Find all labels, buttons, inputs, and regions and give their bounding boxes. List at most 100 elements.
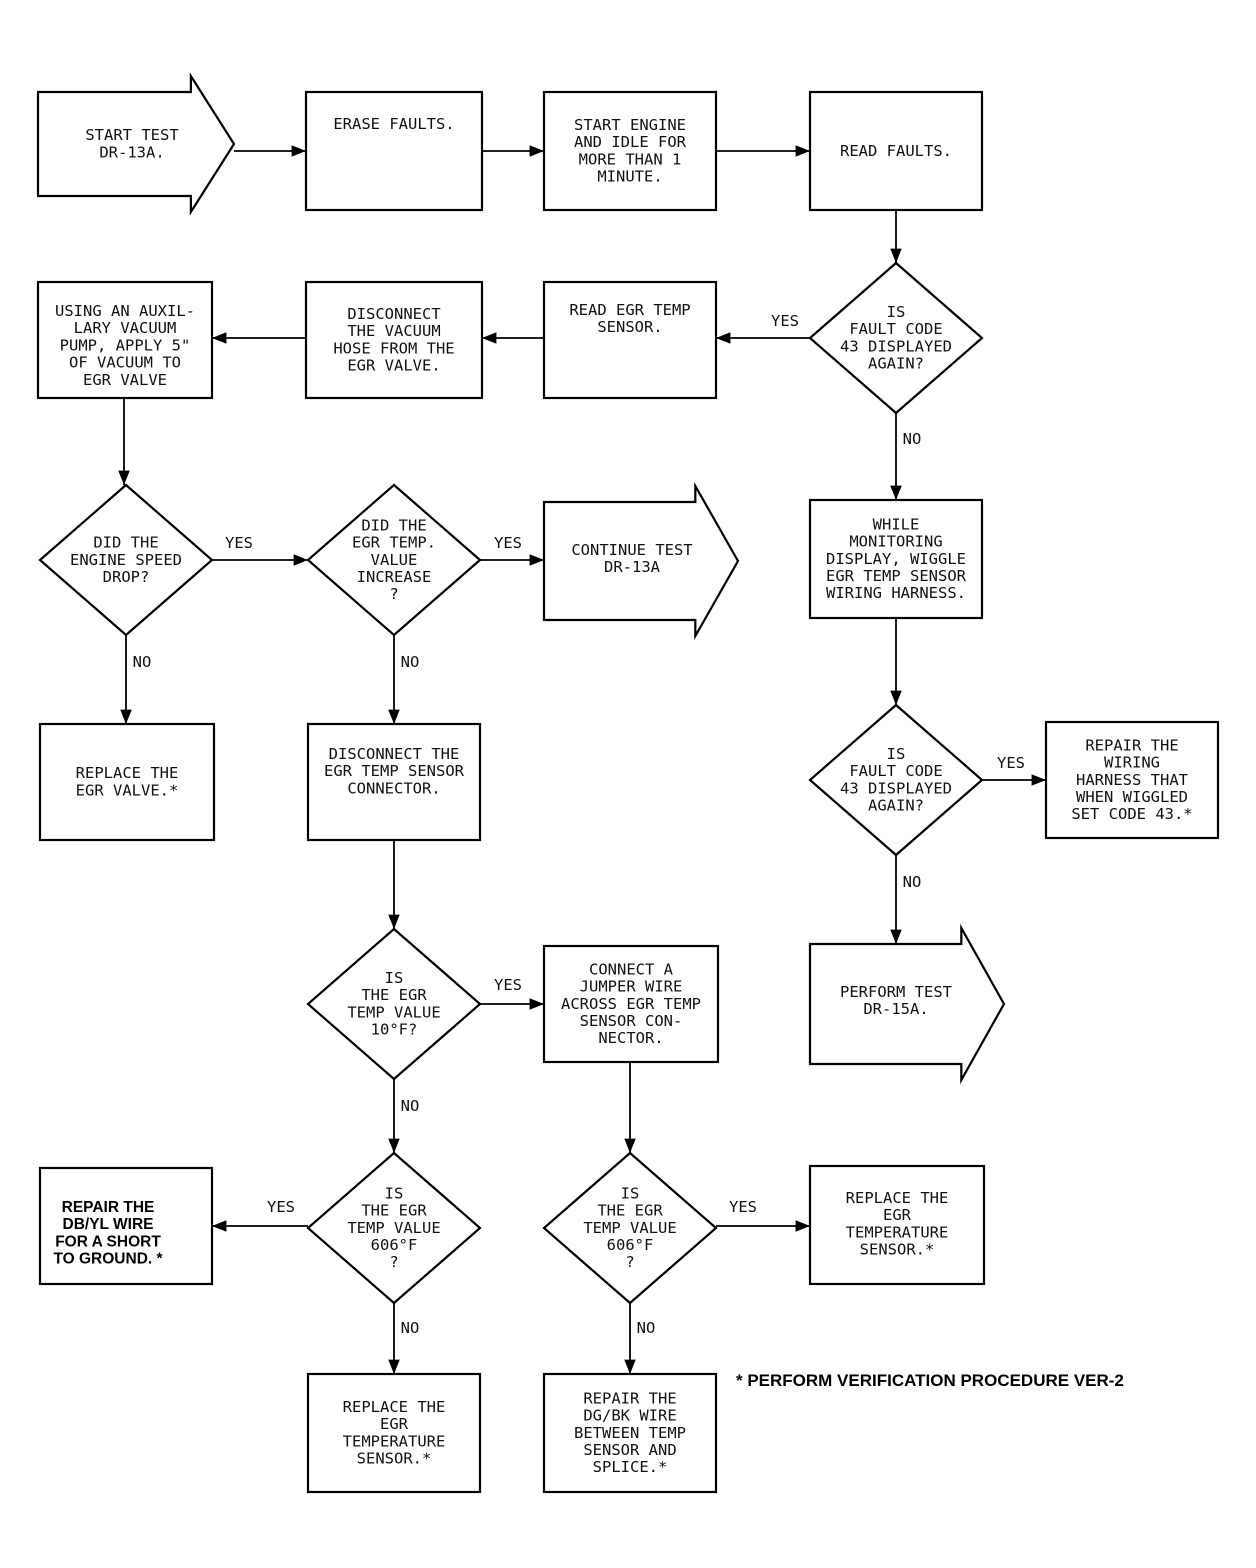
is43-first-label-line: AGAIN?: [868, 355, 924, 373]
is10f-label-line: IS: [385, 969, 404, 987]
speed-drop-label-line: ENGINE SPEED: [70, 551, 182, 569]
disconnect-hose-label-line: DISCONNECT: [347, 305, 440, 323]
value-increase-label-line: EGR TEMP.: [352, 534, 436, 552]
erase-label-line: ERASE FAULTS.: [333, 115, 454, 133]
is606-right-label-line: TEMP VALUE: [583, 1219, 676, 1237]
edge-label-no: NO: [401, 1319, 420, 1337]
perform15-label-line: DR-15A.: [863, 1000, 928, 1018]
edge-label-yes: YES: [225, 534, 253, 552]
repair-dgbk-label-line: SPLICE.*: [593, 1458, 668, 1476]
disconnect-hose-box: [304, 280, 484, 400]
edge-label-no: NO: [903, 430, 922, 448]
edge-label-no: NO: [903, 873, 922, 891]
is606-right-decision: [542, 1151, 718, 1305]
wiggle-label-line: DISPLAY, WIGGLE: [826, 550, 966, 568]
jumper-label-line: ACROSS EGR TEMP: [561, 995, 701, 1013]
start-arrow-shape: [36, 72, 236, 216]
repair-harness-label-line: WIRING: [1104, 754, 1160, 772]
replace-sensor-bottom-label-line: TEMPERATURE: [343, 1432, 446, 1450]
jumper-label-line: CONNECT A: [589, 960, 674, 978]
is43-second-label-line: FAULT CODE: [849, 762, 942, 780]
value-increase-label-line: VALUE: [371, 551, 418, 569]
value-increase-label-line: ?: [389, 585, 398, 603]
is606-left-label-line: TEMP VALUE: [347, 1219, 440, 1237]
continue-arrow-shape: [542, 481, 740, 641]
is606-right-label-line: 606°F: [607, 1236, 654, 1254]
disconnect-sensor-label-line: CONNECTOR.: [347, 779, 440, 797]
value-increase-decision: [306, 483, 482, 637]
replace-sensor-right-label-line: TEMPERATURE: [846, 1223, 949, 1241]
aux-pump-label-line: USING AN AUXIL-: [55, 302, 195, 320]
is10f-decision: [306, 927, 482, 1081]
is43-second-decision: [808, 703, 984, 857]
replace-sensor-right-label-line: SENSOR.*: [860, 1241, 935, 1259]
disconnect-sensor-box: [306, 722, 482, 842]
repair-harness-label-line: SET CODE 43.*: [1071, 805, 1192, 823]
continue-label-line: CONTINUE TEST: [571, 541, 692, 559]
is43-second-label-line: IS: [887, 745, 906, 763]
disconnect-sensor-label-line: EGR TEMP SENSOR: [324, 762, 465, 780]
edge-label-no: NO: [401, 1097, 420, 1115]
edge-label-no: NO: [637, 1319, 656, 1337]
start-engine-label-line: MINUTE.: [597, 168, 662, 186]
repair-harness-label-line: WHEN WIGGLED: [1076, 788, 1188, 806]
is43-second-label-line: AGAIN?: [868, 797, 924, 815]
repair-dgbk-label-line: SENSOR AND: [583, 1441, 676, 1459]
start-label-line: DR-13A.: [99, 143, 164, 161]
edge-label-no: NO: [401, 653, 420, 671]
node-read-faults: READ FAULTS.: [808, 90, 984, 212]
wiggle-label-line: WHILE: [873, 515, 920, 533]
is10f-label-line: THE EGR: [361, 986, 427, 1004]
is43-first-label-line: IS: [887, 303, 906, 321]
start-engine-label-line: START ENGINE: [574, 116, 686, 134]
aux-pump-label-line: OF VACUUM TO: [69, 354, 181, 372]
aux-pump-box: [36, 280, 214, 400]
perform15-label-line: PERFORM TEST: [840, 983, 952, 1001]
aux-pump-label-line: LARY VACUUM: [74, 319, 177, 337]
aux-pump-label-line: EGR VALVE: [83, 371, 167, 389]
is43-second-label-line: 43 DISPLAYED: [840, 779, 952, 797]
start-engine-label-line: MORE THAN 1: [579, 150, 682, 168]
is43-first-decision: [808, 261, 984, 415]
value-increase-label-line: DID THE: [361, 516, 426, 534]
replace-sensor-right-label-line: REPLACE THE: [846, 1189, 949, 1207]
jumper-box: [542, 944, 720, 1064]
is43-first-label-line: 43 DISPLAYED: [840, 337, 952, 355]
start-label-line: START TEST: [85, 126, 178, 144]
repair-dgbk-label-line: REPAIR THE: [583, 1389, 676, 1407]
edge-label-no: NO: [133, 653, 152, 671]
edge-label-yes: YES: [771, 312, 799, 330]
footnote-verification: * PERFORM VERIFICATION PROCEDURE VER-2: [736, 1371, 1124, 1390]
replace-sensor-right-box: [808, 1164, 986, 1286]
wiggle-label-line: MONITORING: [849, 533, 942, 551]
disconnect-hose-label-line: HOSE FROM THE: [333, 339, 454, 357]
replace-sensor-bottom-label-line: REPLACE THE: [343, 1398, 446, 1416]
replace-valve-label-line: EGR VALVE.*: [76, 781, 179, 799]
repair-dbyl-label-line: FOR A SHORT: [55, 1233, 161, 1250]
repair-dbyl-label-line: REPAIR THE: [62, 1199, 155, 1216]
is606-left-label-line: ?: [389, 1253, 398, 1271]
repair-dgbk-label-line: DG/BK WIRE: [583, 1407, 676, 1425]
repair-dbyl-box: [38, 1166, 214, 1286]
start-engine-label-line: AND IDLE FOR: [574, 133, 687, 151]
continue-label-line: DR-13A: [604, 558, 661, 576]
repair-harness-label-line: HARNESS THAT: [1076, 771, 1188, 789]
replace-valve-box: [38, 722, 216, 842]
speed-drop-label-line: DID THE: [93, 534, 158, 552]
is606-left-label-line: THE EGR: [361, 1202, 427, 1220]
is606-right-label-line: THE EGR: [597, 1202, 663, 1220]
